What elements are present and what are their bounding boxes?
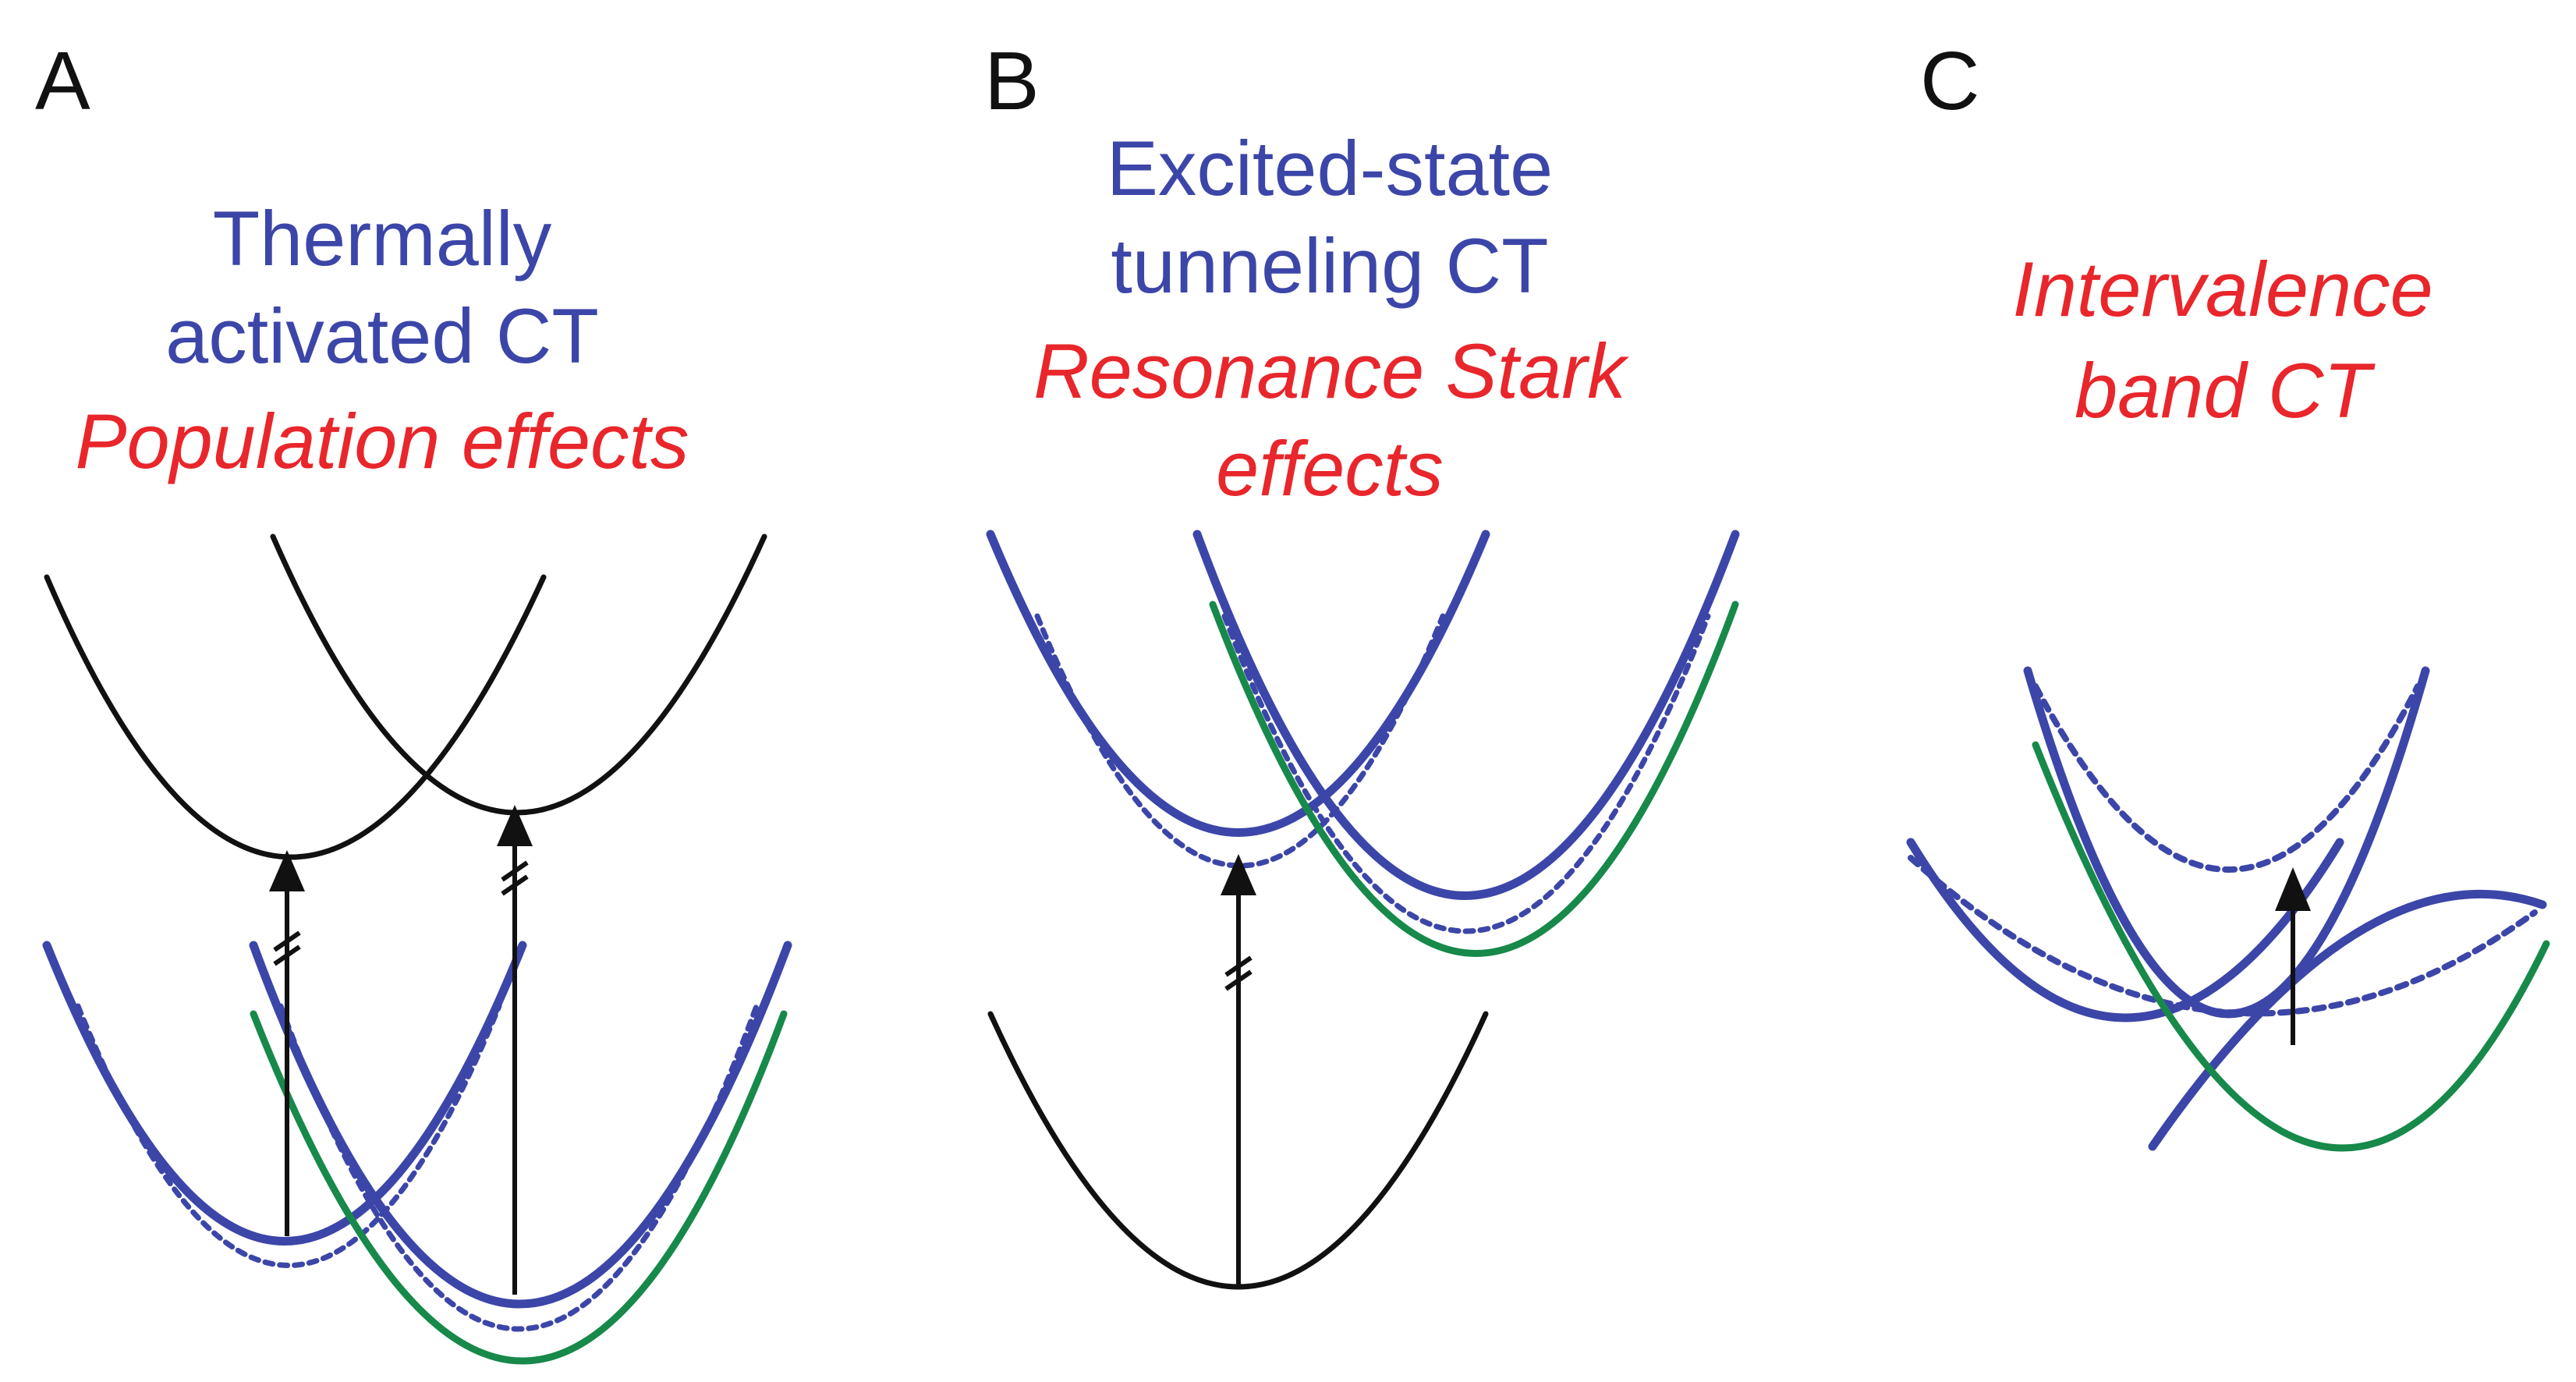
panel-c-blue-parabola-wide [1906,838,2344,1022]
panel-c-blue-parabola-wide-dotted [1908,855,2538,1017]
panel-c: C Intervalence band CT [1906,35,2550,1152]
panel-b-subtitle-line-1: Resonance Stark [1033,328,1629,414]
panel-a-blue-parabola-left-dotted [75,1003,502,1268]
panel-c-blue-parabola-wide-2 [2148,890,2547,1151]
panel-a-subtitle-line-1: Population effects [75,398,689,484]
panel-b-green-parabola [1209,601,1739,957]
panel-a-excited-parabola-left [44,574,547,860]
panel-c-green-parabola [2032,741,2550,1152]
panel-a-arrowhead-left [269,850,305,891]
panel-b-letter: B [984,35,1040,127]
panel-c-blue-parabola-upper-dotted [2032,683,2421,873]
panel-c-subtitle-line-1: Intervalence [2012,246,2432,332]
panel-b-title-line-1: Excited-state [1107,125,1553,211]
panel-a-green-parabola [250,1010,788,1365]
panel-b-arrowhead [1221,854,1256,895]
panel-b-blue-parabola-left-dotted [1034,613,1446,869]
panel-a-arrowhead-right [497,805,533,846]
panel-b-blue-parabola-right [1192,530,1740,900]
panel-a-title-line-2: activated CT [165,292,599,379]
panel-b-subtitle-line-2: effects [1216,425,1444,512]
panel-b-break-mark [1224,955,1253,991]
panel-a-letter: A [35,35,90,127]
panel-a-title-line-1: Thermally [213,195,552,282]
panel-b: B Excited-state tunneling CT Resonance S… [984,35,1740,1290]
panel-b-title-line-2: tunneling CT [1111,222,1548,309]
panel-c-arrowhead [2275,867,2311,911]
panel-a-excited-parabola-right [270,533,767,816]
panel-b-blue-parabola-right-dotted [1221,613,1711,934]
panel-a: A Thermally activated CT Population effe… [35,35,792,1365]
panel-c-letter: C [1920,35,1980,127]
panel-a-blue-parabola-right-dotted [278,1003,760,1332]
panel-a-break-mark-right [501,860,529,896]
panel-a-break-mark-left [273,930,301,966]
panel-c-blue-parabola-upper [2023,666,2430,1019]
panel-c-subtitle-line-2: band CT [2075,347,2376,434]
